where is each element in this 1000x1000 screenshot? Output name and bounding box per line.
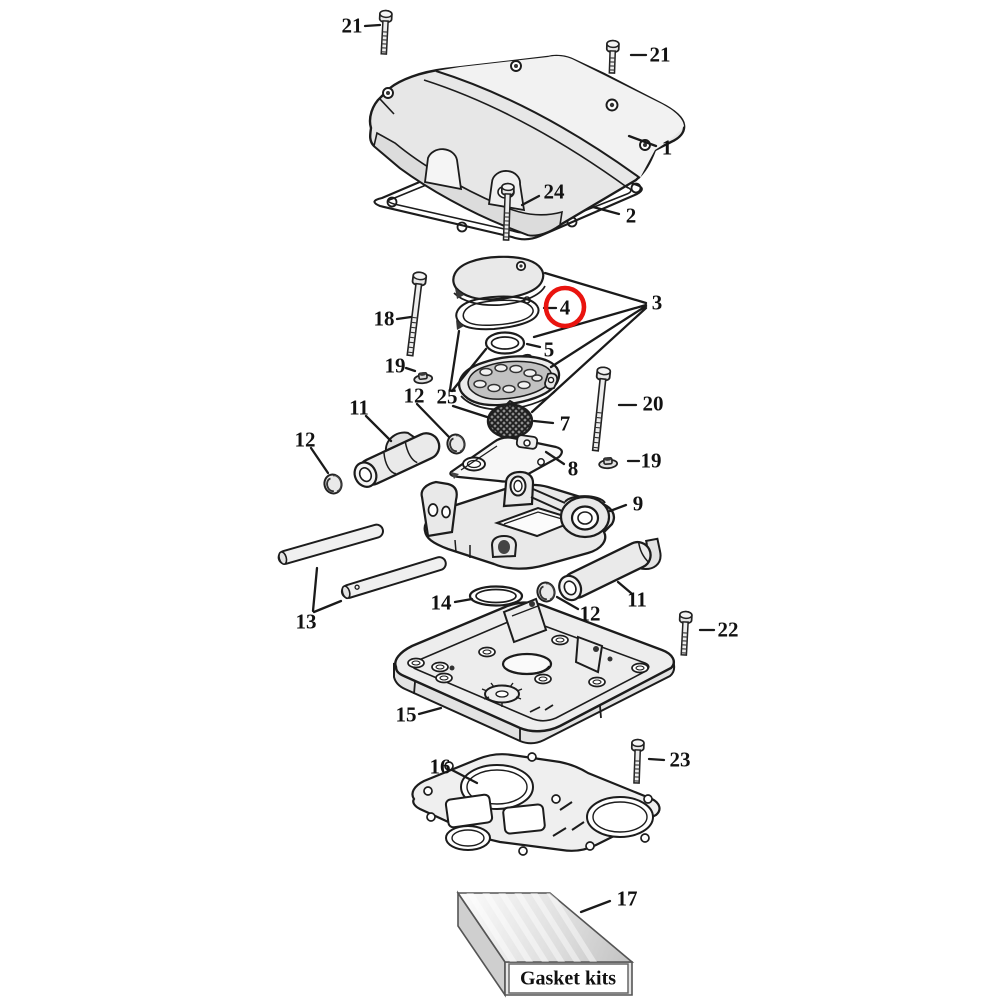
part-label-3: 3 [651,290,663,315]
part-19-nut-right [597,455,619,470]
part-label-7: 7 [559,411,571,436]
part-label-18: 18 [373,306,395,331]
part-label-19-right: 19 [640,448,662,473]
part-label-1: 1 [661,135,673,160]
part-label-9: 9 [632,491,644,516]
part-label-4-highlighted: 4 [559,295,571,320]
part-9-rocker-support-plate [420,470,616,570]
part-1-rocker-cover-top [368,54,686,237]
part-label-11-right: 11 [627,587,647,612]
part-label-8: 8 [567,456,579,481]
part-label-14: 14 [430,590,452,615]
part-18-bolt [402,270,428,358]
kit-box-label: Gasket kits [519,967,617,990]
part-label-12-right: 12 [579,601,601,626]
part-label-23: 23 [669,747,691,772]
leader-lines [309,23,716,914]
part-19-nut-left [412,370,434,386]
part-22-bolt [676,610,693,657]
part-15-lower-rocker-box [393,597,676,745]
part-label-15: 15 [395,702,417,727]
part-16-rocker-box-gasket [411,752,661,856]
part-label-21-left: 21 [341,13,363,38]
part-label-25: 25 [436,384,458,409]
part-4-dcover-gasket [455,295,540,331]
part-label-12-mid: 12 [403,383,425,408]
part-21-bolt-right [605,39,620,75]
part-11-rocker-arm-left [353,431,441,488]
part-12-bushing-left [321,471,345,497]
part-3-dcover [452,255,546,306]
part-6-breather-assembly [458,353,561,411]
part-14-oring [468,585,524,607]
part-21-bolt-left [376,9,393,56]
part-label-20: 20 [642,391,664,416]
part-label-16: 16 [429,754,451,779]
part-label-2: 2 [625,203,637,228]
highlight-circle-part-4 [543,285,587,329]
part-label-22: 22 [717,617,739,642]
part-13-shaft-b [340,556,447,600]
part-label-5: 5 [543,337,555,362]
part-11-rocker-arm-right [558,537,662,602]
part-label-12-left: 12 [294,427,316,452]
part-23-bolt [629,738,645,785]
part-label-21-right: 21 [649,42,671,67]
part-5-oring [484,331,526,355]
part-label-24: 24 [543,179,565,204]
part-17-gasket-kit-box [456,890,635,998]
kit-box-label-plate [508,963,629,994]
part-8-breather-gasket [449,434,563,483]
part-12-bushing-right [534,579,558,605]
part-20-bolt [588,365,612,453]
part-label-19-left: 19 [384,353,406,378]
part-label-11-left: 11 [349,395,369,420]
part-label-17: 17 [616,886,638,911]
part-label-13: 13 [295,609,317,634]
part-13-shaft-a [277,523,384,565]
